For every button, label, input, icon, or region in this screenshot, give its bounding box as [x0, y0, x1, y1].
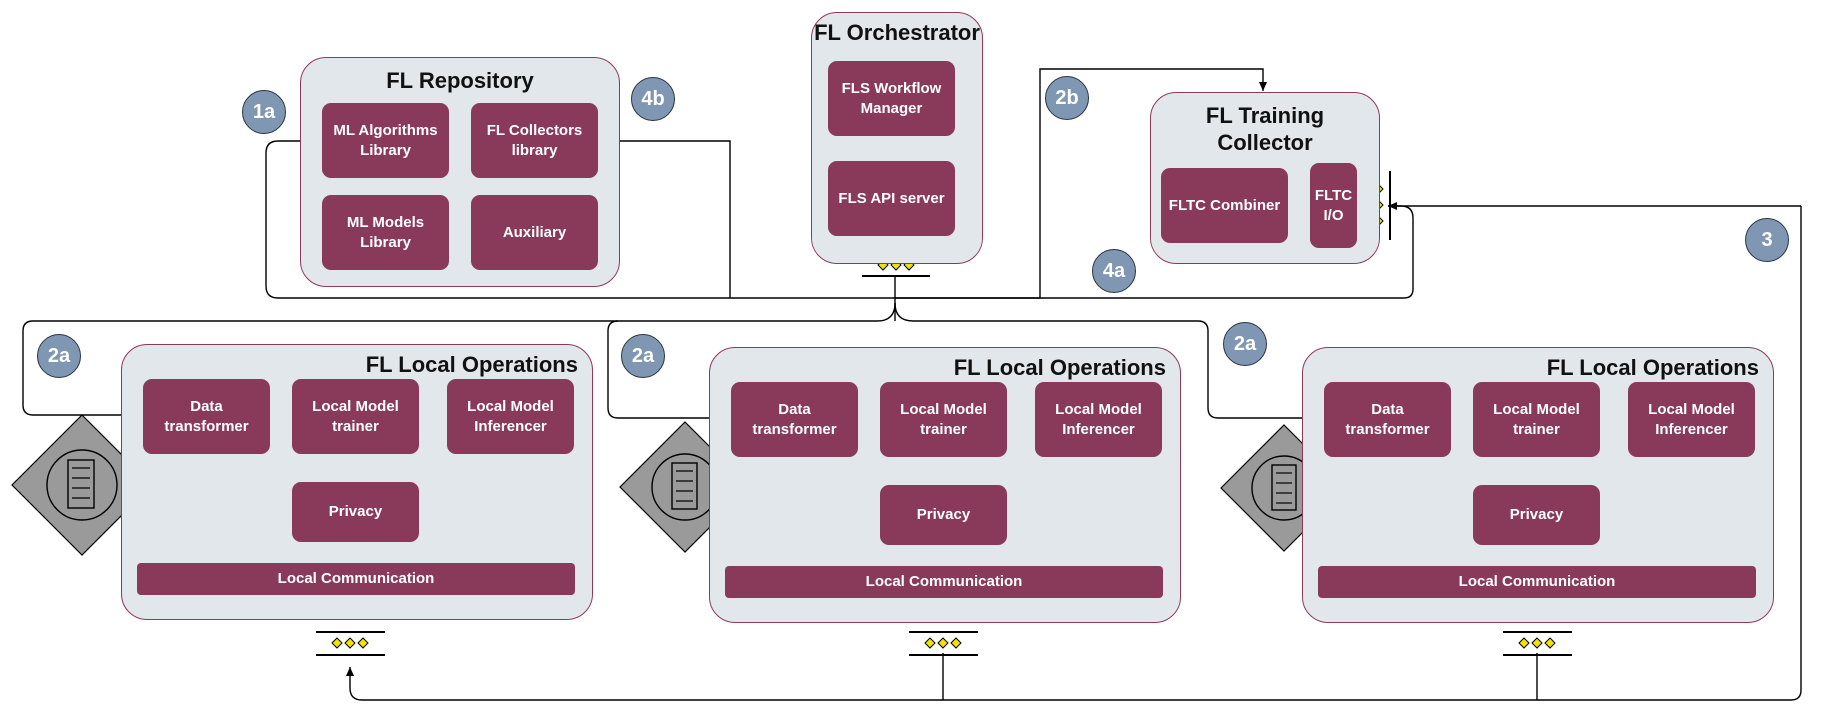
local-communication-2[interactable]: Local Communication [725, 566, 1163, 598]
badge-3: 3 [1745, 218, 1789, 262]
privacy-1[interactable]: Privacy [292, 482, 419, 542]
local-ops-1-title: FL Local Operations [365, 352, 578, 377]
local-ops-2-title: FL Local Operations [953, 355, 1166, 380]
ml-models-library[interactable]: ML Models Library [322, 195, 449, 270]
badge-4b: 4b [631, 77, 675, 121]
local-model-inferencer-3[interactable]: Local Model Inferencer [1628, 382, 1755, 457]
fl-repository-title: FL Repository [386, 68, 534, 93]
badge-4a: 4a [1092, 249, 1136, 293]
privacy-2[interactable]: Privacy [880, 485, 1007, 545]
auxiliary[interactable]: Auxiliary [471, 195, 598, 270]
local-model-trainer-3[interactable]: Local Model trainer [1473, 382, 1600, 457]
badge-2a-1: 2a [37, 334, 81, 378]
local-model-inferencer-1[interactable]: Local Model Inferencer [447, 379, 574, 454]
fls-workflow-manager[interactable]: FLS Workflow Manager [828, 61, 955, 136]
fl-collectors-library[interactable]: FL Collectors library [471, 103, 598, 178]
database-icon-1 [11, 414, 153, 556]
local-ops-3-title: FL Local Operations [1546, 355, 1759, 380]
data-transformer-3[interactable]: Data transformer [1324, 382, 1451, 457]
ml-algorithms-library[interactable]: ML Algorithms Library [322, 103, 449, 178]
fl-training-collector-title: FL Training Collector [1205, 103, 1325, 155]
fltc-io[interactable]: FLTC I/O [1310, 163, 1357, 248]
badge-2a-2: 2a [621, 334, 665, 378]
data-transformer-1[interactable]: Data transformer [143, 379, 270, 454]
fls-api-server[interactable]: FLS API server [828, 161, 955, 236]
privacy-3[interactable]: Privacy [1473, 485, 1600, 545]
badge-1a: 1a [242, 90, 286, 134]
local-ops-2-connector-icon [909, 631, 978, 656]
local-communication-3[interactable]: Local Communication [1318, 566, 1756, 598]
local-model-trainer-2[interactable]: Local Model trainer [880, 382, 1007, 457]
fltc-combiner[interactable]: FLTC Combiner [1161, 168, 1288, 243]
badge-2b: 2b [1045, 76, 1089, 120]
local-model-trainer-1[interactable]: Local Model trainer [292, 379, 419, 454]
local-model-inferencer-2[interactable]: Local Model Inferencer [1035, 382, 1162, 457]
local-communication-1[interactable]: Local Communication [137, 563, 575, 595]
local-ops-1-connector-icon [316, 631, 385, 656]
local-ops-3-connector-icon [1503, 631, 1572, 656]
badge-2a-3: 2a [1223, 322, 1267, 366]
data-transformer-2[interactable]: Data transformer [731, 382, 858, 457]
fl-orchestrator-title: FL Orchestrator [814, 20, 980, 45]
